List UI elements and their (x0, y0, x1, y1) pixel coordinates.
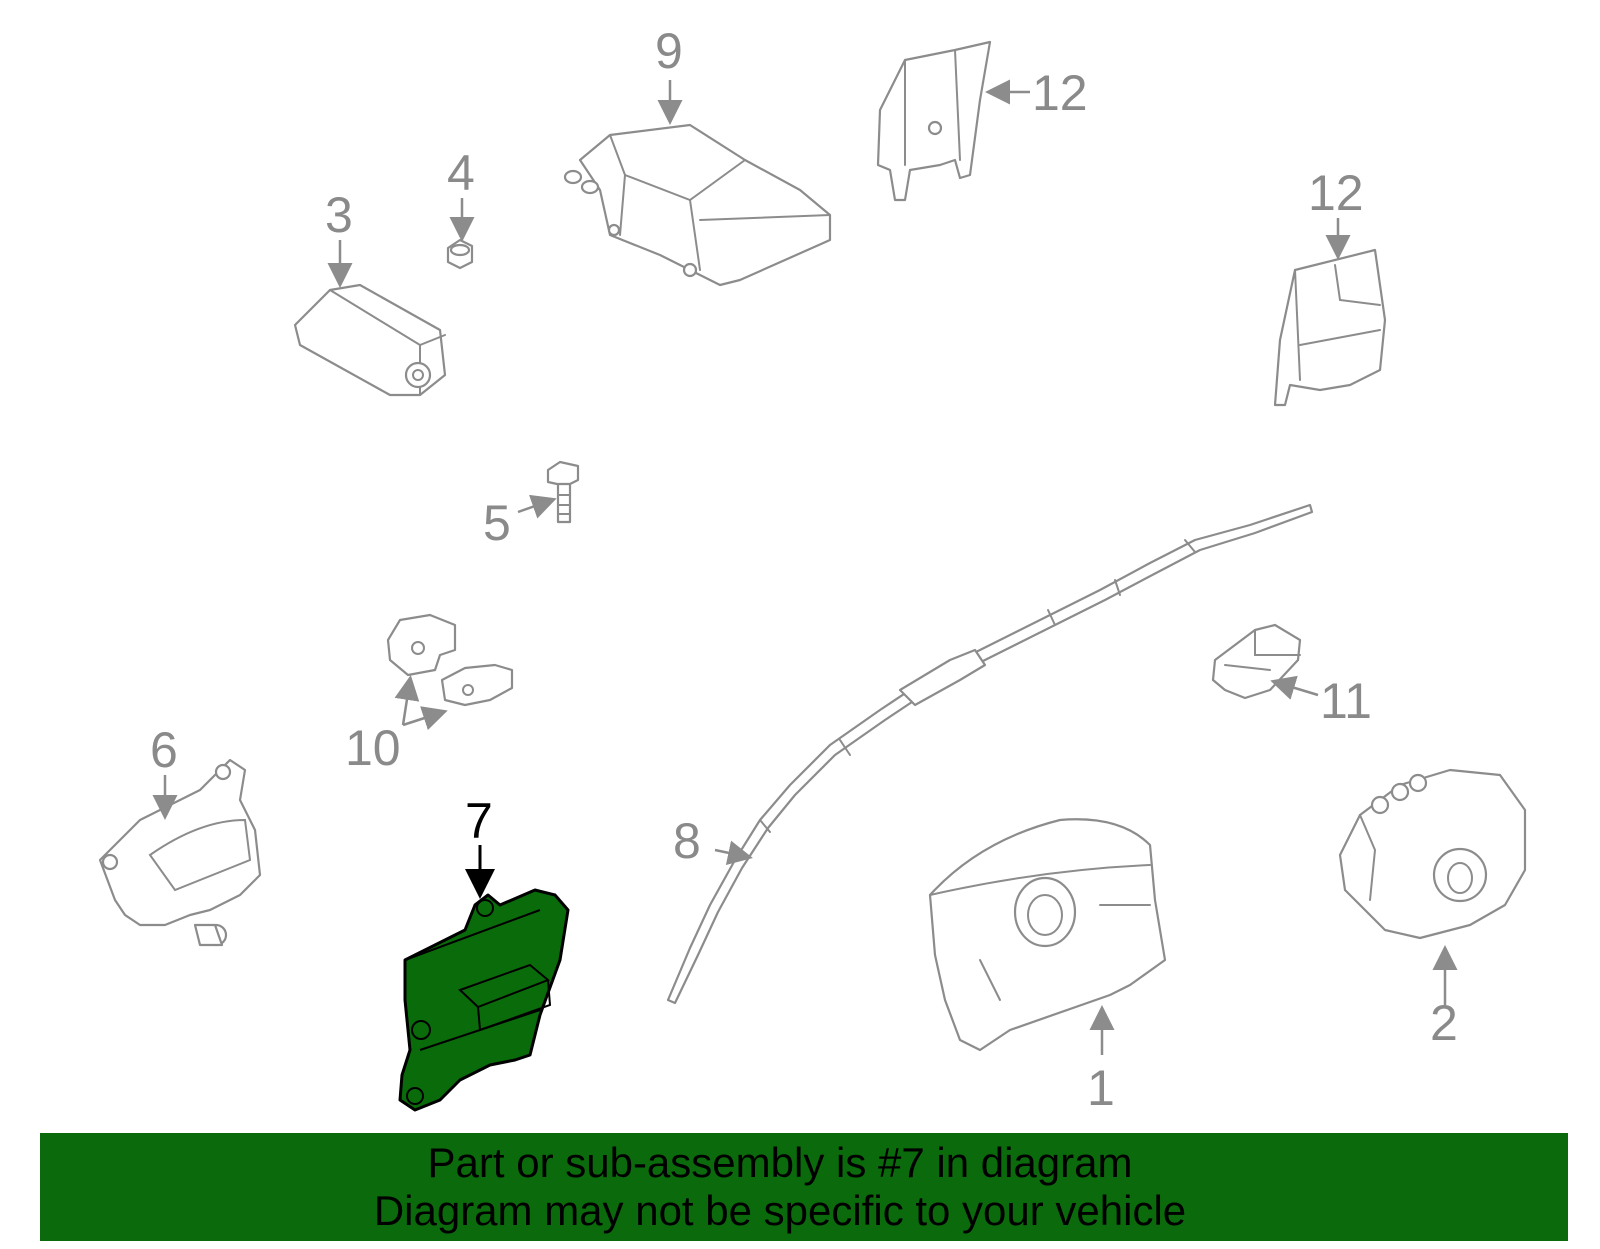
part-1-steering-airbag[interactable] (928, 818, 1167, 1052)
part-10-sensors[interactable] (386, 613, 514, 707)
part-7-selected[interactable] (398, 888, 570, 1112)
callout-6: 6 (150, 722, 178, 778)
banner-line-2: Diagram may not be specific to your vehi… (373, 1187, 1187, 1234)
callout-1: 1 (1087, 1060, 1115, 1116)
callout-12-upper: 12 (1032, 65, 1088, 121)
info-banner: Part or sub-assembly is #7 in diagram Di… (40, 1133, 1568, 1241)
callout-8: 8 (673, 813, 701, 869)
part-3-knee-airbag[interactable] (293, 283, 447, 397)
part-6-side-airbag[interactable] (98, 758, 262, 947)
callout-2: 2 (1430, 995, 1458, 1051)
part-8-curtain-airbag[interactable] (666, 503, 1314, 1005)
part-11-sensor[interactable] (1211, 623, 1302, 700)
part-12-bracket-upper[interactable] (876, 40, 992, 202)
part-4-nut[interactable] (446, 238, 474, 270)
part-12-bracket-right[interactable] (1273, 248, 1387, 407)
part-5-bolt[interactable] (546, 460, 580, 524)
callout-9: 9 (655, 23, 683, 79)
callout-5: 5 (483, 495, 511, 551)
callout-3: 3 (325, 187, 353, 243)
callout-12-right: 12 (1308, 165, 1364, 221)
callout-10: 10 (345, 720, 401, 776)
callout-11: 11 (1320, 673, 1372, 729)
callout-4: 4 (447, 145, 475, 201)
banner-line-1: Part or sub-assembly is #7 in diagram (427, 1139, 1133, 1186)
part-2-steering-airbag[interactable] (1338, 768, 1527, 940)
part-9-control-module[interactable] (563, 123, 832, 287)
callout-7: 7 (465, 793, 493, 849)
